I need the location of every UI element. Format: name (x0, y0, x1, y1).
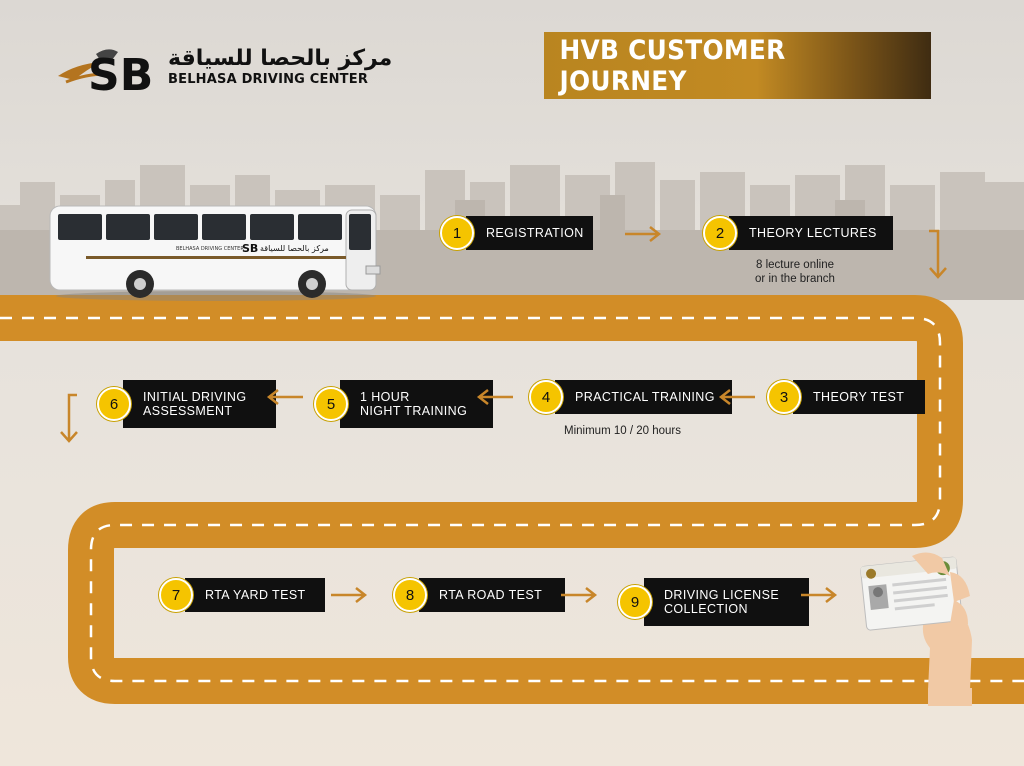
step-label: INITIAL DRIVING ASSESSMENT (123, 380, 276, 428)
step-7: 7 RTA YARD TEST (159, 578, 325, 612)
step-6: 6 INITIAL DRIVING ASSESSMENT (97, 380, 276, 428)
arrow-right-icon (625, 226, 662, 242)
step-number-badge: 2 (703, 216, 737, 250)
svg-text:SB: SB (88, 50, 153, 96)
svg-text:SB: SB (242, 242, 258, 255)
step-number-badge: 9 (618, 585, 652, 619)
step-label: 1 HOUR NIGHT TRAINING (340, 380, 493, 428)
step-5: 5 1 HOUR NIGHT TRAINING (314, 380, 493, 428)
svg-text:مركز بالحصا للسياقة: مركز بالحصا للسياقة (260, 244, 329, 253)
page-title-banner: HVB CUSTOMER JOURNEY (544, 32, 931, 99)
brand-name-english: BELHASA DRIVING CENTER (168, 72, 369, 87)
arrow-down-icon (929, 229, 947, 279)
step-label: REGISTRATION (466, 216, 593, 250)
step-label: DRIVING LICENSE COLLECTION (644, 578, 809, 626)
step-label: RTA YARD TEST (185, 578, 325, 612)
step-1: 1 REGISTRATION (440, 216, 593, 250)
step-4: 4 PRACTICAL TRAINING (529, 380, 732, 414)
step-label: RTA ROAD TEST (419, 578, 565, 612)
arrow-right-icon (801, 587, 838, 603)
step-number-badge: 8 (393, 578, 427, 612)
step-2-note: 8 lecture online or in the branch (755, 259, 835, 285)
license-card-icon (860, 552, 972, 706)
step-number-badge: 3 (767, 380, 801, 414)
svg-text:BELHASA DRIVING CENTER: BELHASA DRIVING CENTER (176, 246, 244, 252)
step-number-badge: 5 (314, 387, 348, 421)
arrow-left-icon (718, 389, 755, 405)
brand-name-arabic: مركز بالحصا للسياقة (168, 46, 393, 71)
step-9: 9 DRIVING LICENSE COLLECTION (618, 578, 809, 626)
step-3: 3 THEORY TEST (767, 380, 925, 414)
step-label: THEORY TEST (793, 380, 925, 414)
step-2: 2 THEORY LECTURES (703, 216, 893, 250)
arrow-down-icon (60, 393, 78, 443)
step-label: THEORY LECTURES (729, 216, 893, 250)
step-4-note: Minimum 10 / 20 hours (564, 425, 681, 437)
page-title: HVB CUSTOMER JOURNEY (559, 34, 786, 97)
step-number-badge: 6 (97, 387, 131, 421)
arrow-left-icon (266, 389, 303, 405)
bus-illustration: BELHASA DRIVING CENTER SB مركز بالحصا لل… (49, 205, 381, 301)
step-number-badge: 7 (159, 578, 193, 612)
arrow-right-icon (331, 587, 368, 603)
step-number-badge: 4 (529, 380, 563, 414)
step-number-badge: 1 (440, 216, 474, 250)
step-label: PRACTICAL TRAINING (555, 380, 732, 414)
belhasa-logo-icon: SB (58, 49, 153, 96)
step-8: 8 RTA ROAD TEST (393, 578, 565, 612)
arrow-left-icon (476, 389, 513, 405)
arrow-right-icon (561, 587, 598, 603)
